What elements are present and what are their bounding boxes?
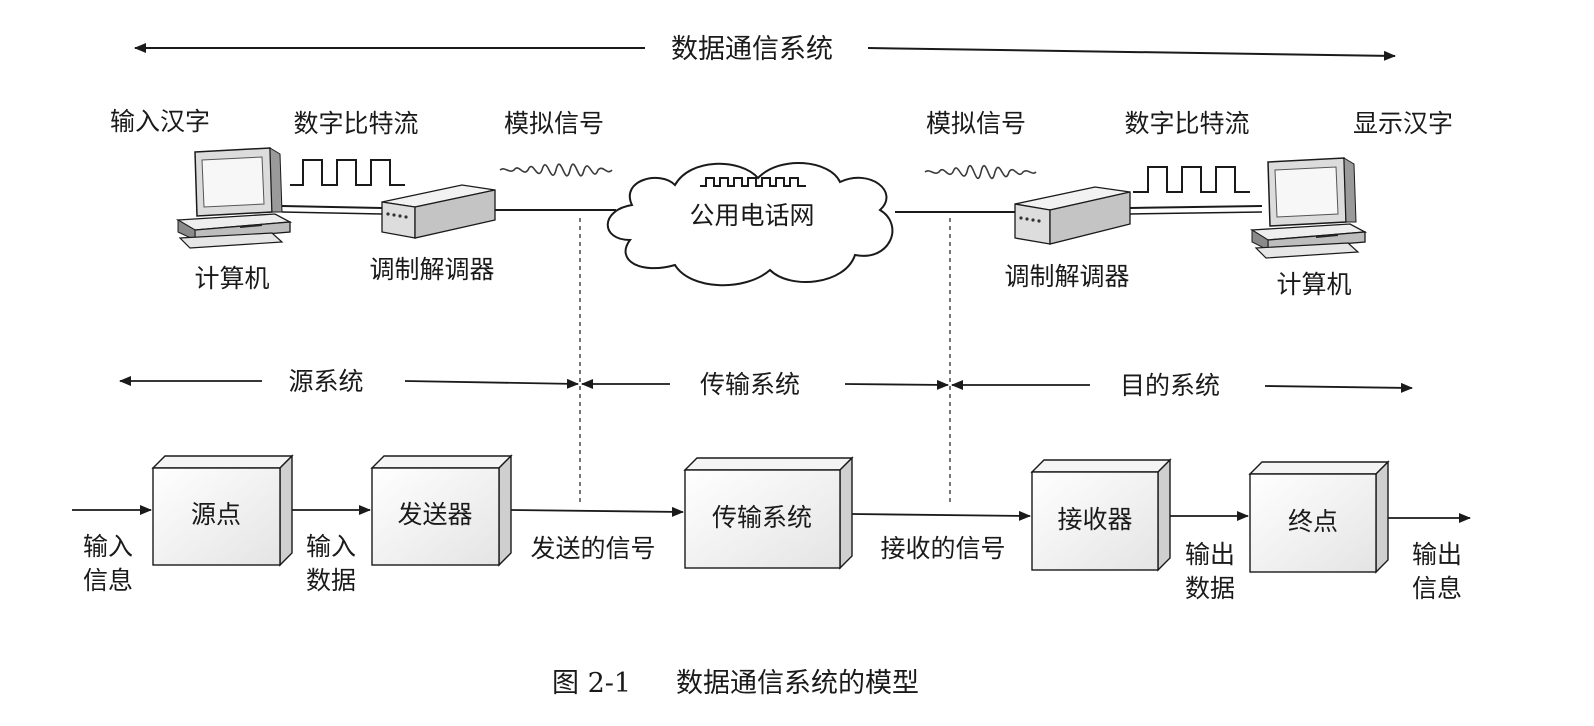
cloud-label: 公用电话网 xyxy=(689,201,814,230)
right-digital-wave xyxy=(1133,166,1250,193)
section-transmission: 传输系统 xyxy=(581,370,949,399)
system-label: 数据通信系统 xyxy=(671,34,833,65)
input-data-label-line2: 数据 xyxy=(306,566,356,595)
right-analog-label: 模拟信号 xyxy=(926,109,1026,138)
output-data-label-line1: 输出 xyxy=(1185,540,1235,569)
left-modem-icon xyxy=(381,184,496,239)
destination-system-label: 目的系统 xyxy=(1120,371,1220,400)
transmission-system-label: 传输系统 xyxy=(700,370,800,399)
left-modem-label: 调制解调器 xyxy=(369,255,494,284)
source-system-label: 源系统 xyxy=(288,367,363,396)
left-analog-label: 模拟信号 xyxy=(504,109,604,138)
right-analog-wave xyxy=(924,164,1037,180)
right-modem-label: 调制解调器 xyxy=(1004,262,1129,291)
figure-title: 数据通信系统的模型 xyxy=(676,668,919,699)
input-chinese-label: 输入汉字 xyxy=(110,107,210,136)
section-source: 源系统 xyxy=(119,367,579,396)
right-computer-icon xyxy=(1249,157,1368,259)
block-transmitter-label: 发送器 xyxy=(397,500,472,529)
received-signal-label: 接收的信号 xyxy=(880,534,1005,563)
right-computer-label: 计算机 xyxy=(1276,270,1351,299)
block-source-point: 源点 xyxy=(151,454,294,567)
flow-arrow-system-to-receiver xyxy=(851,510,1031,521)
left-computer-icon xyxy=(175,147,293,249)
block-transmitter: 发送器 xyxy=(370,454,513,567)
block-destination-point-label: 终点 xyxy=(1288,507,1338,536)
display-chinese-label: 显示汉字 xyxy=(1353,109,1453,138)
block-destination-point: 终点 xyxy=(1248,460,1390,574)
output-info-label-line1: 输出 xyxy=(1412,540,1462,569)
right-bitstream-label: 数字比特流 xyxy=(1124,109,1249,138)
left-bitstream-label: 数字比特流 xyxy=(293,109,418,138)
input-data-label-line1: 输入 xyxy=(306,532,356,561)
block-receiver-label: 接收器 xyxy=(1057,505,1132,534)
left-digital-wave xyxy=(290,159,405,186)
block-transmission-system-label: 传输系统 xyxy=(712,503,812,532)
input-info-label-line1: 输入 xyxy=(83,532,133,561)
sent-signal-label: 发送的信号 xyxy=(530,534,655,563)
public-telephone-network-cloud: 公用电话网 xyxy=(606,161,894,287)
left-computer-label: 计算机 xyxy=(194,264,269,293)
data-communication-system-span: 数据通信系统 xyxy=(134,34,1396,65)
right-modem-icon xyxy=(1014,186,1131,245)
block-receiver: 接收器 xyxy=(1030,458,1172,572)
section-destination: 目的系统 xyxy=(951,371,1413,400)
figure-number: 图 2-1 xyxy=(552,668,631,699)
input-info-label-line2: 信息 xyxy=(83,566,133,595)
block-transmission-system: 传输系统 xyxy=(683,456,854,570)
output-data-label-line2: 数据 xyxy=(1185,574,1235,603)
flow-arrow-transmitter-to-system xyxy=(510,506,684,517)
output-info-label-line2: 信息 xyxy=(1412,574,1462,603)
left-analog-wave xyxy=(499,163,613,177)
block-source-point-label: 源点 xyxy=(191,500,241,529)
